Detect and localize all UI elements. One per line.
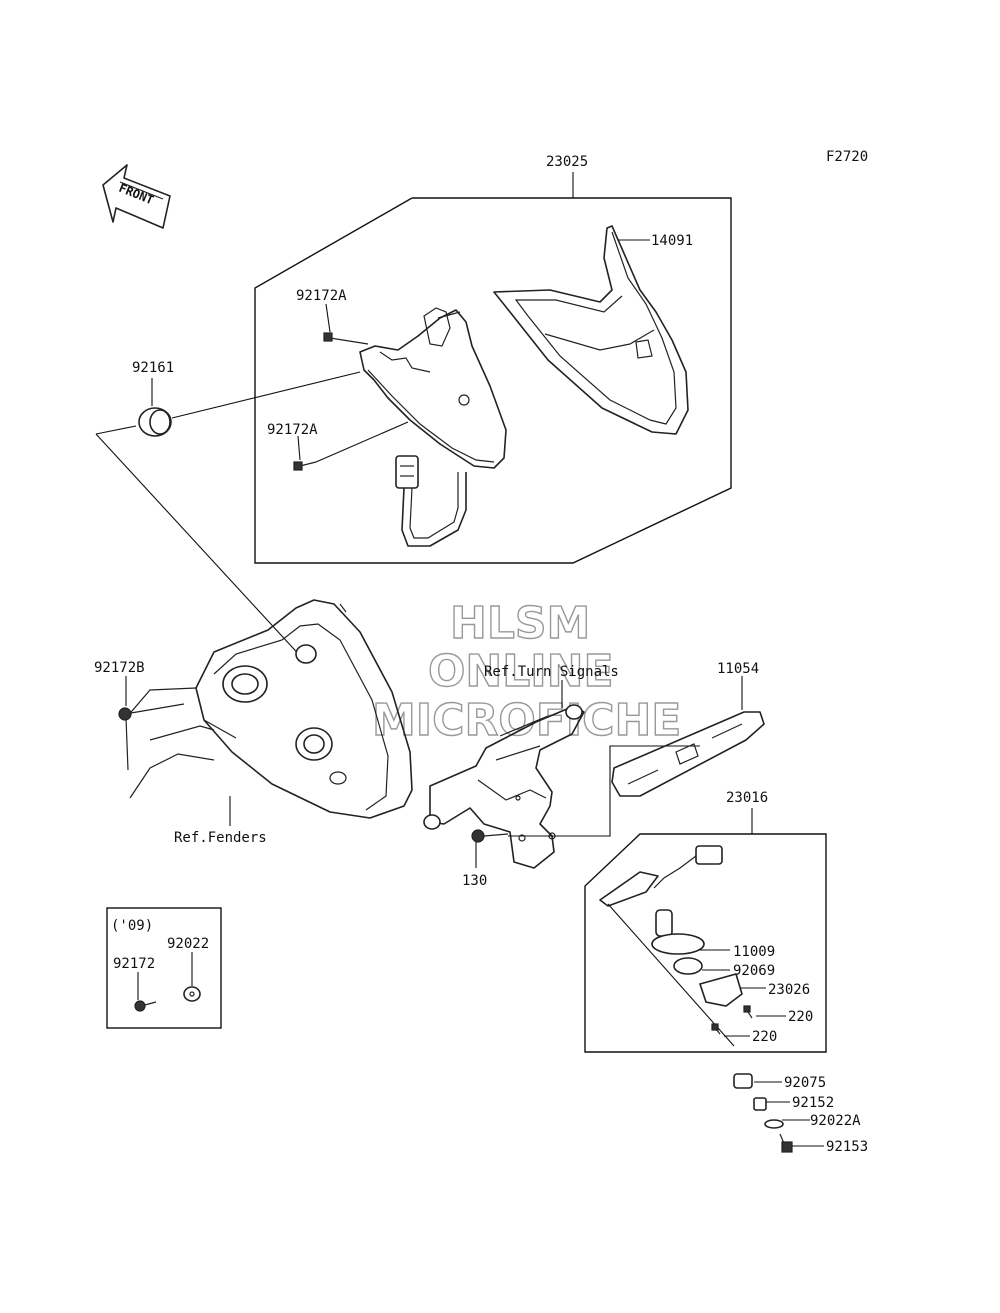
front-arrow-icon: FRONT — [102, 164, 171, 229]
watermark-line-1: HLSM — [450, 598, 590, 649]
callout-11009: 11009 — [733, 944, 775, 960]
screw-92172A-bottom — [293, 421, 409, 471]
plate-bracket-11054: 11054 — [611, 661, 765, 797]
callout-92022A: 92022A — [810, 1113, 861, 1129]
callout-220-a: 220 — [788, 1009, 813, 1025]
callout-92069: 92069 — [733, 963, 775, 979]
lens-cover-14091: 14091 — [493, 225, 693, 435]
license-lamp-parts: 11009 92069 23026 220 220 — [599, 845, 813, 1047]
watermark-line-3: MICROFICHE — [372, 695, 681, 746]
callout-14091: 14091 — [651, 233, 693, 249]
inset-callout-92022: 92022 — [167, 936, 209, 952]
assembly-23016-group: 23016 — [584, 790, 827, 1053]
callout-92172A-top: 92172A — [296, 288, 347, 304]
license-bracket: Ref.Turn Signals 130 — [423, 664, 700, 889]
callout-11054: 11054 — [717, 661, 759, 677]
callout-23026: 23026 — [768, 982, 810, 998]
front-arrow-label: FRONT — [117, 181, 156, 208]
callout-23016: 23016 — [726, 790, 768, 806]
inset-year: ('09) — [111, 918, 153, 934]
callout-ref-turn-signals: Ref.Turn Signals — [484, 664, 619, 680]
callout-92075: 92075 — [784, 1075, 826, 1091]
callout-92153: 92153 — [826, 1139, 868, 1155]
callout-92172A-bottom: 92172A — [267, 422, 318, 438]
fender-ref: Ref.Fenders — [125, 599, 413, 846]
figure-code: F2720 — [826, 149, 868, 165]
callout-220-b: 220 — [752, 1029, 777, 1045]
bolt-92172B: 92172B — [94, 660, 185, 721]
callout-92161: 92161 — [132, 360, 174, 376]
watermark: HLSM ONLINE MICROFICHE — [371, 597, 682, 746]
grommet-92161: 92161 — [95, 360, 361, 661]
callout-92172B: 92172B — [94, 660, 145, 676]
callout-ref-fenders: Ref.Fenders — [174, 830, 267, 846]
assembly-23025-group: 23025 — [254, 154, 732, 564]
inset-callout-92172: 92172 — [113, 956, 155, 972]
callout-92152: 92152 — [792, 1095, 834, 1111]
lower-hardware: 92075 92152 92022A 92153 — [733, 1073, 868, 1155]
callout-23025: 23025 — [546, 154, 588, 170]
tail-lamp-housing: 92172A 92172A — [267, 288, 507, 547]
watermark-line-2: ONLINE — [428, 646, 614, 697]
callout-130: 130 — [462, 873, 487, 889]
screw-92172A-top — [323, 332, 369, 345]
inset-09: ('09) 92022 92172 — [106, 907, 222, 1029]
